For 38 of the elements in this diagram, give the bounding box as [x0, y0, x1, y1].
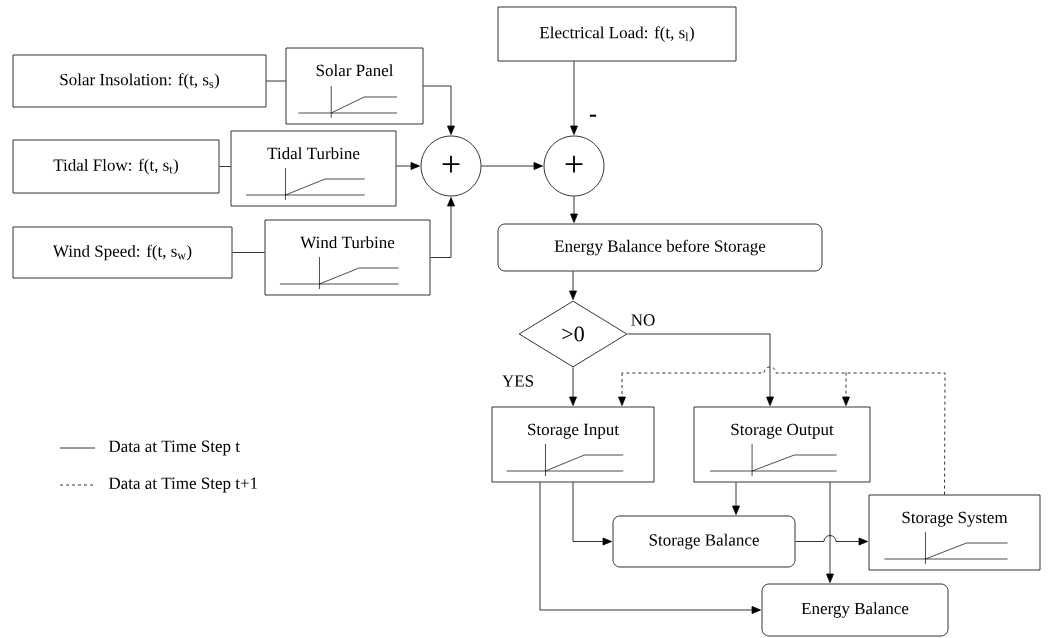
connector-line — [266, 80, 286, 82]
connector-line — [232, 252, 265, 253]
arrow — [570, 61, 578, 135]
arrow — [627, 333, 774, 406]
summing-junction: + — [543, 135, 605, 197]
input-box: Solar Insolation: f(t, s$_{s}$) — [12, 54, 267, 108]
arrow — [795, 535, 868, 546]
arrow — [481, 162, 543, 170]
arrow — [826, 482, 834, 583]
input-box: Tidal Flow: f(t, s$_{t}$) — [12, 139, 220, 194]
legend-text: Data at Time Step t+1 — [108, 477, 258, 493]
block-box: Storage System — [868, 494, 1041, 571]
summing-junction: + — [420, 135, 482, 197]
process-box: Energy Balance — [761, 583, 949, 637]
arrow — [396, 162, 420, 170]
edge-label: YES — [500, 374, 536, 388]
arrow — [570, 196, 578, 223]
arrow — [569, 367, 577, 406]
edge-label: NO — [629, 313, 657, 327]
arrow — [569, 271, 577, 300]
input-box: Electrical Load: f(t, s$_{l}$) — [497, 6, 737, 62]
process-box: Storage Balance — [612, 515, 796, 568]
edge-label: - — [588, 113, 598, 123]
block-box: Tidal Turbine — [230, 130, 397, 207]
block-box: Wind Turbine — [264, 219, 431, 296]
process-box: Energy Balance before Storage — [497, 223, 823, 272]
arrow — [539, 482, 761, 614]
arrow — [732, 482, 740, 515]
input-box: Wind Speed: f(t, s$_{w}$) — [12, 226, 233, 279]
arrow — [423, 85, 455, 135]
connector-line — [219, 166, 231, 167]
block-box: Storage Input — [491, 406, 655, 483]
arrow — [430, 197, 455, 258]
block-box: Storage Output — [693, 406, 871, 483]
block-box: Solar Panel — [285, 47, 424, 125]
legend-text: Data at Time Step t — [108, 440, 240, 456]
arrow — [572, 482, 612, 546]
arrow — [618, 366, 946, 495]
